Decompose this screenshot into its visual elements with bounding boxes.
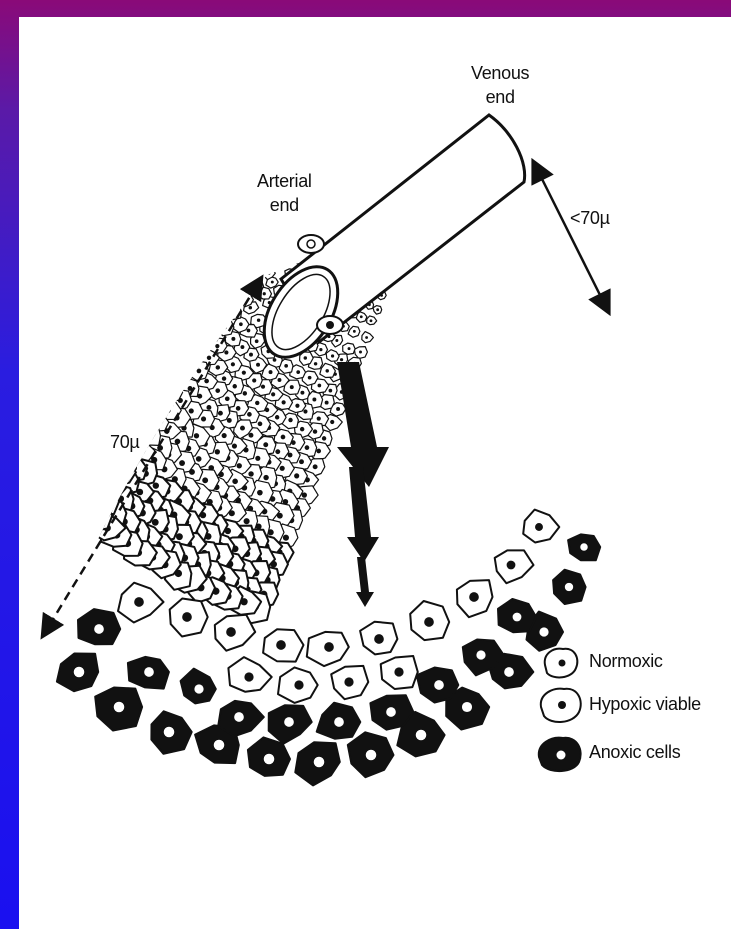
legend-hypoxic-label: Hypoxic viable xyxy=(589,693,701,715)
right-distance-label: <70µ xyxy=(570,207,610,229)
normoxic-cell-icon xyxy=(545,649,578,678)
hypoxic-cell-icon xyxy=(541,689,581,722)
blood-vessel xyxy=(249,115,525,370)
oxygen-diffusion-arrow xyxy=(337,362,389,607)
right-distance-arrow xyxy=(537,169,605,305)
legend-normoxic-label: Normoxic xyxy=(589,650,663,672)
legend-anoxic-label: Anoxic cells xyxy=(589,741,680,763)
tumor-cord-diagram xyxy=(19,17,731,929)
arterial-end-label: Arterial end xyxy=(257,169,312,217)
venous-end-label: Venous end xyxy=(471,61,529,109)
anoxic-cell-icon xyxy=(539,738,581,771)
left-distance-label: 70µ xyxy=(110,431,140,453)
diagram-panel: Venous end Arterial end <70µ 70µ Normoxi… xyxy=(19,17,731,929)
